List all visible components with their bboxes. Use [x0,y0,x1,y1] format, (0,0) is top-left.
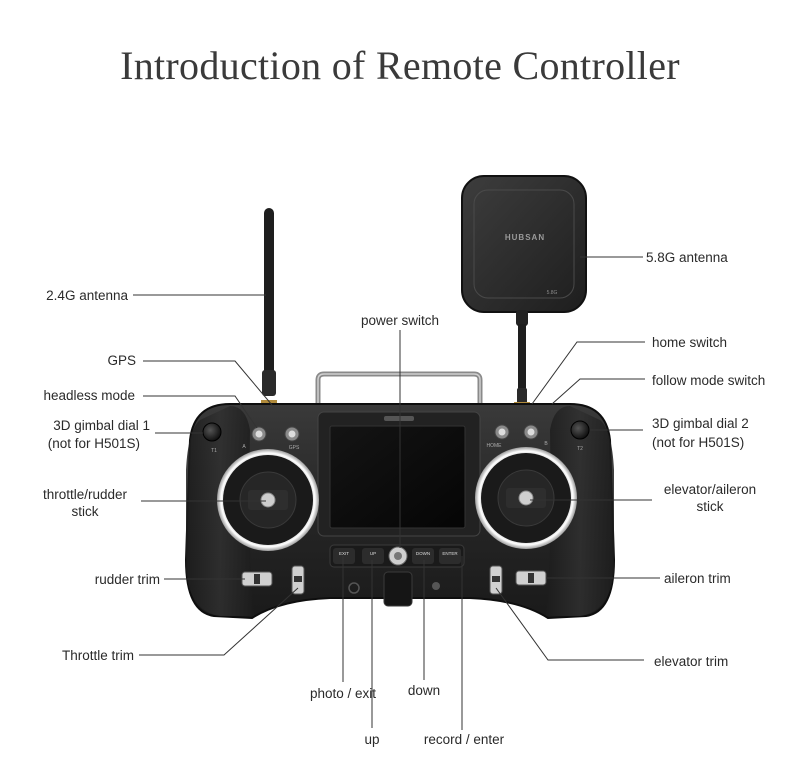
switch-a-marking: A [242,444,246,450]
label-5-8g-antenna: 5.8G antenna [646,250,728,265]
t2-marking: T2 [577,446,583,452]
label-gimbal-dial-2: 3D gimbal dial 2 [652,416,749,431]
page-title: Introduction of Remote Controller [120,43,680,88]
center-slot [383,571,413,607]
enter-button-label: ENTER [442,551,458,556]
home-marking: HOME [487,443,503,449]
label-throttle-rudder-stick-2: stick [71,504,99,519]
label-elevator-trim: elevator trim [654,654,729,669]
label-gimbal-dial-1: 3D gimbal dial 1 [53,418,150,433]
indicator-light [432,582,440,590]
label-aileron-trim: aileron trim [664,571,731,586]
callout-lines [133,256,660,730]
gps-marking: GPS [289,445,300,451]
button-strip: EXIT UP DOWN ENTER [329,544,465,568]
label-gimbal-dial-1-note: (not for H501S) [47,436,140,451]
headless-mode-switch[interactable] [251,426,267,442]
down-button-label: DOWN [416,551,430,556]
label-up: up [364,732,380,747]
label-rudder-trim: rudder trim [94,572,160,587]
label-home-switch: home switch [652,335,728,350]
follow-mode-switch[interactable] [523,424,539,440]
up-button-label: UP [370,551,376,556]
carry-handle [315,371,483,405]
label-elevator-aileron-stick-1: elevator/aileron [663,482,757,497]
label-2-4g-antenna: 2.4G antenna [46,288,128,303]
label-down: down [407,683,441,698]
gimbal-dial-2[interactable] [570,420,590,440]
exit-button-label: EXIT [339,551,349,556]
antenna-badge: 5.8G [547,290,558,296]
gimbal-dial-1[interactable] [202,422,222,442]
label-gps: GPS [107,353,136,368]
switch-b-marking: B [544,441,548,447]
throttle-rudder-stick[interactable] [217,449,319,551]
home-switch[interactable] [494,424,510,440]
label-photo-exit: photo / exit [309,686,377,701]
label-gimbal-dial-2-note: (not for H501S) [652,435,745,450]
t1-marking: T1 [211,448,217,454]
label-follow-mode-switch: follow mode switch [652,373,766,388]
elevator-aileron-stick[interactable] [475,447,577,549]
label-throttle-rudder-stick-1: throttle/rudder [42,487,128,502]
antenna-2-4g [261,208,277,408]
label-throttle-trim: Throttle trim [61,648,134,663]
label-headless-mode: headless mode [43,388,135,403]
brand-logo: HUBSAN [505,233,545,242]
label-elevator-aileron-stick-2: stick [696,499,724,514]
up-button[interactable] [362,548,384,564]
label-power-switch: power switch [360,313,440,328]
enter-button[interactable] [439,548,461,564]
speaker-grille [348,582,360,594]
exit-button[interactable] [333,548,355,564]
display-screen [317,411,481,537]
gps-switch[interactable] [284,426,300,442]
down-button[interactable] [412,548,434,564]
label-record-enter: record / enter [423,732,505,747]
